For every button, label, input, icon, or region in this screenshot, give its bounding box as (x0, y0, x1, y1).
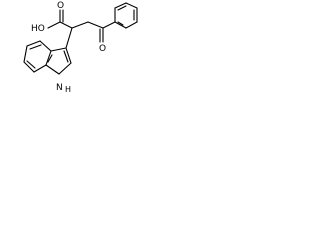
ketone-group: O (99, 21, 116, 54)
benzene-ring (114, 2, 138, 29)
alpha-bond (71, 21, 89, 29)
indole-attachment-bond (65, 27, 73, 49)
ketone-oxygen-label: O (99, 44, 106, 54)
chemical-structure: O O HO N H (23, 1, 138, 94)
indole-nitrogen-label: N (56, 83, 63, 93)
indole-hydrogen-label: H (65, 85, 71, 94)
hydroxyl-label: HO (31, 24, 45, 34)
acid-carbonyl-oxygen-label: O (57, 1, 64, 11)
ch2-bond (87, 21, 104, 29)
carboxylic-acid-group: O HO (31, 1, 73, 34)
indole-ring-system: N H (23, 40, 72, 94)
